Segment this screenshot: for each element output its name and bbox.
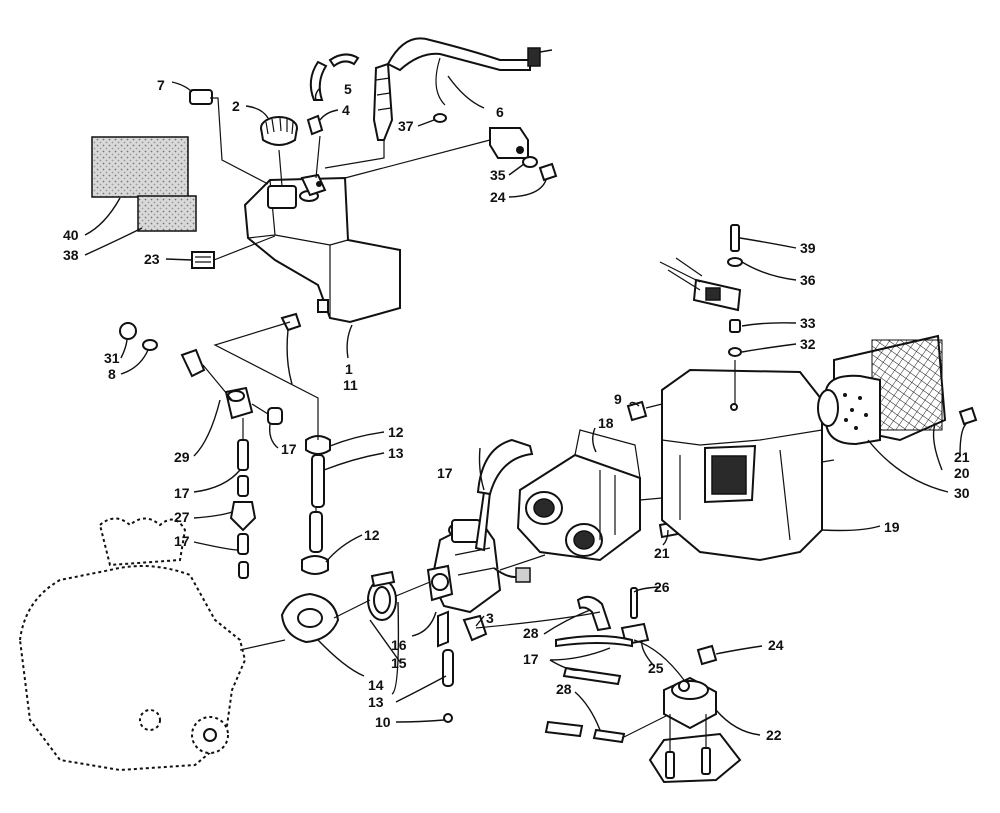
callout-10-label: 10 <box>375 714 391 730</box>
pulse-hoses <box>544 635 633 744</box>
fuel-line-center <box>301 435 331 575</box>
callout-16: 16 <box>391 637 407 653</box>
engine <box>18 517 286 772</box>
mount-bracket <box>433 113 558 182</box>
callout-24-upper: 24 <box>490 189 506 205</box>
fuel-valve <box>180 348 283 425</box>
air-silencer <box>661 368 823 562</box>
callout-2: 2 <box>232 98 240 114</box>
callout-26: 26 <box>654 579 670 595</box>
callout-22: 22 <box>766 727 782 743</box>
carb-drain-hose <box>437 610 454 723</box>
callout-31: 29 <box>174 449 190 465</box>
washer-8 <box>142 339 158 351</box>
callout-30: 30 <box>954 485 970 501</box>
callout-14: 14 <box>368 677 384 693</box>
callout-labels: 7 2 5 4 6 37 35 24 40 38 23 39 36 33 32 … <box>63 77 970 743</box>
connector-assembly <box>659 224 743 405</box>
callout-1: 1 <box>345 361 353 377</box>
callout-13-upper: 13 <box>388 445 404 461</box>
callout-12-upper: 12 <box>388 424 404 440</box>
callout-9-label: 9 <box>614 391 622 407</box>
callout-7: 7 <box>157 77 165 93</box>
callout-35: 33 <box>800 315 816 331</box>
fuel-pump <box>648 676 742 784</box>
fuel-line-left <box>229 439 257 579</box>
callout-11: 11 <box>343 377 358 393</box>
decal-large <box>91 136 189 198</box>
callout-18: 18 <box>598 415 614 431</box>
fitting-11 <box>280 312 302 332</box>
decal-23 <box>191 251 215 269</box>
callout-29: 27 <box>174 509 190 525</box>
callout-24-lower: 24 <box>768 637 784 653</box>
assembly-lines <box>202 97 835 739</box>
callout-8: 8 <box>108 366 116 382</box>
callout-19: 19 <box>884 519 900 535</box>
callout-37: 39 <box>800 240 816 256</box>
callout-17-a: 17 <box>281 441 297 457</box>
callout-12-lower: 12 <box>364 527 380 543</box>
callout-21-right: 21 <box>954 449 970 465</box>
oil-level-sensor <box>372 37 553 141</box>
decal-small <box>137 195 197 232</box>
screw-21-right <box>958 406 978 426</box>
callout-36: 36 <box>800 272 816 288</box>
silencer-tube <box>817 334 947 446</box>
hose-clamp <box>367 570 397 621</box>
nut-24-lower <box>696 644 718 666</box>
callout-3: 3 <box>486 610 494 626</box>
callout-15: 15 <box>391 655 407 671</box>
callout-17-e: 17 <box>523 651 539 667</box>
nut-32 <box>119 322 137 340</box>
vent-fitting <box>306 53 360 136</box>
callout-20: 20 <box>954 465 970 481</box>
callout-23: 23 <box>144 251 160 267</box>
callout-5: 5 <box>344 81 352 97</box>
callout-32: 31 <box>104 350 120 366</box>
callout-40: 40 <box>63 227 79 243</box>
leader-lines <box>84 75 967 736</box>
callout-33: 35 <box>490 167 506 183</box>
oil-tank <box>243 173 401 324</box>
callout-39: 37 <box>398 118 414 134</box>
callout-13-lower: 13 <box>368 694 384 710</box>
callout-6: 6 <box>496 104 504 120</box>
callout-34: 32 <box>800 336 816 352</box>
callout-21-center: 21 <box>654 545 670 561</box>
callout-17-b: 17 <box>437 465 453 481</box>
carburetor <box>426 491 531 614</box>
callout-25-label: 25 <box>648 660 664 676</box>
filler-cap <box>260 116 298 146</box>
callout-17-c: 17 <box>174 485 190 501</box>
decal-label <box>189 89 213 105</box>
callout-28-label: 28 <box>556 681 572 697</box>
intake-adapter <box>516 429 680 562</box>
callout-17-d: 17 <box>174 533 190 549</box>
screw-9 <box>626 400 648 422</box>
callout-27: 28 <box>523 625 539 641</box>
callout-38: 38 <box>63 247 79 263</box>
callout-4: 4 <box>342 102 350 118</box>
carb-hose <box>476 438 534 496</box>
fitting-3 <box>462 614 488 642</box>
